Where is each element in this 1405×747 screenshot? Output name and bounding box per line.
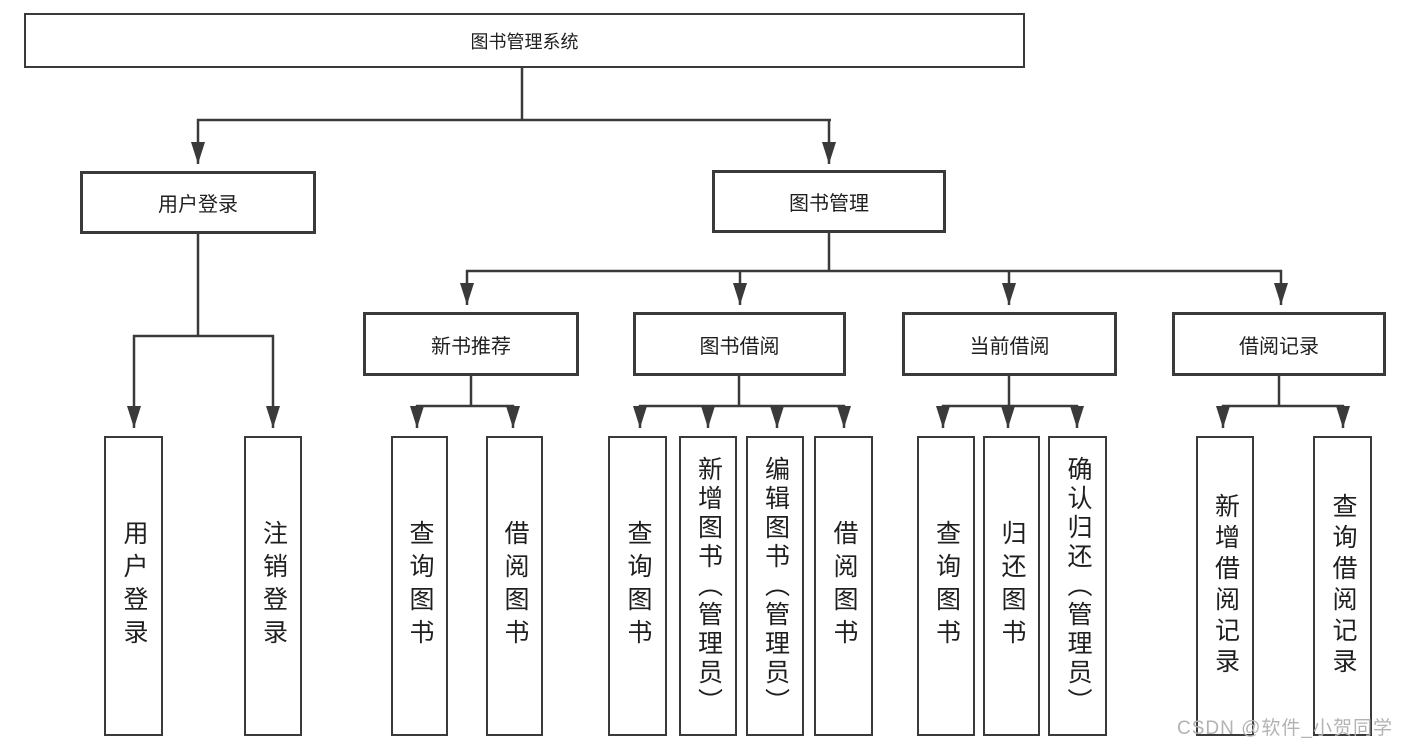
leaf-borrow-books-2: 借阅图书 <box>814 436 873 736</box>
leaf-confirm-return-admin: 确认归还（管理员） <box>1048 436 1107 736</box>
csdn-watermark: CSDN @软件_小贺同学 <box>1177 718 1393 739</box>
leaf-label: 归还图书 <box>998 520 1026 652</box>
leaf-label: 新增借阅记录 <box>1211 493 1240 679</box>
node-user-login: 用户登录 <box>80 171 316 234</box>
leaf-add-borrow-record: 新增借阅记录 <box>1196 436 1254 736</box>
node-book-borrow: 图书借阅 <box>633 312 846 376</box>
leaf-query-borrow-record: 查询借阅记录 <box>1313 436 1372 736</box>
leaf-label: 借阅图书 <box>830 520 858 652</box>
leaf-query-books-3: 查询图书 <box>917 436 975 736</box>
leaf-label: 查询图书 <box>624 520 652 652</box>
leaf-label: 注销登录 <box>259 520 288 652</box>
leaf-edit-books-admin: 编辑图书（管理员） <box>746 436 804 736</box>
leaf-logout-login: 注销登录 <box>244 436 302 736</box>
leaf-query-books-1: 查询图书 <box>391 436 448 736</box>
node-current-borrow: 当前借阅 <box>902 312 1117 376</box>
leaf-label: 查询图书 <box>406 520 434 652</box>
connector-arrows <box>127 119 1350 428</box>
leaf-borrow-books-1: 借阅图书 <box>486 436 543 736</box>
leaf-return-books: 归还图书 <box>983 436 1040 736</box>
leaf-add-books-admin: 新增图书（管理员） <box>679 436 737 736</box>
leaf-label: 新增图书（管理员） <box>694 455 723 717</box>
leaf-label: 用户登录 <box>120 520 148 652</box>
leaf-user-login: 用户登录 <box>104 436 163 736</box>
leaf-label: 编辑图书（管理员） <box>761 455 790 717</box>
leaf-label: 借阅图书 <box>501 520 529 652</box>
leaf-query-books-2: 查询图书 <box>608 436 667 736</box>
leaf-label: 查询图书 <box>932 520 961 652</box>
node-borrow-records: 借阅记录 <box>1172 312 1386 376</box>
node-new-book-recommend: 新书推荐 <box>363 312 579 376</box>
leaf-label: 查询借阅记录 <box>1329 493 1357 679</box>
node-book-management: 图书管理 <box>712 170 946 233</box>
leaf-label: 确认归还（管理员） <box>1064 455 1092 717</box>
node-root: 图书管理系统 <box>24 13 1025 68</box>
